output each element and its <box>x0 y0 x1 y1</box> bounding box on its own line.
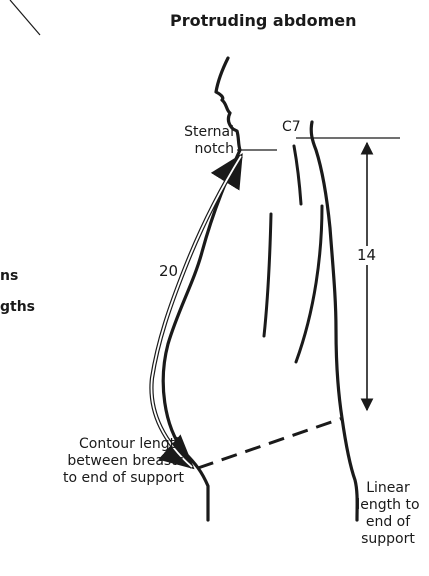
end-of-support-line <box>198 418 343 468</box>
panel-divider-fragment <box>10 0 40 35</box>
linear-length-caption: Linear length to end of support <box>348 480 428 548</box>
sternal-notch-label: Sternal notch <box>162 124 234 158</box>
contour-length-arrow-inner <box>151 156 241 467</box>
contour-length-caption: Contour length between breasts to end of… <box>16 436 184 487</box>
body-back-outline <box>311 122 357 520</box>
contour-length-value: 20 <box>159 263 178 280</box>
neck-inner-stroke <box>294 146 301 204</box>
figure-title: Protruding abdomen <box>170 12 357 29</box>
c7-label: C7 <box>282 119 301 136</box>
linear-length-value: 14 <box>356 246 377 265</box>
arm-front-stroke <box>264 214 271 336</box>
left-fragment-2: gths <box>0 299 35 316</box>
arm-back-stroke <box>296 206 322 362</box>
left-fragment-1: ns <box>0 268 18 285</box>
contour-length-arrow <box>151 156 241 467</box>
